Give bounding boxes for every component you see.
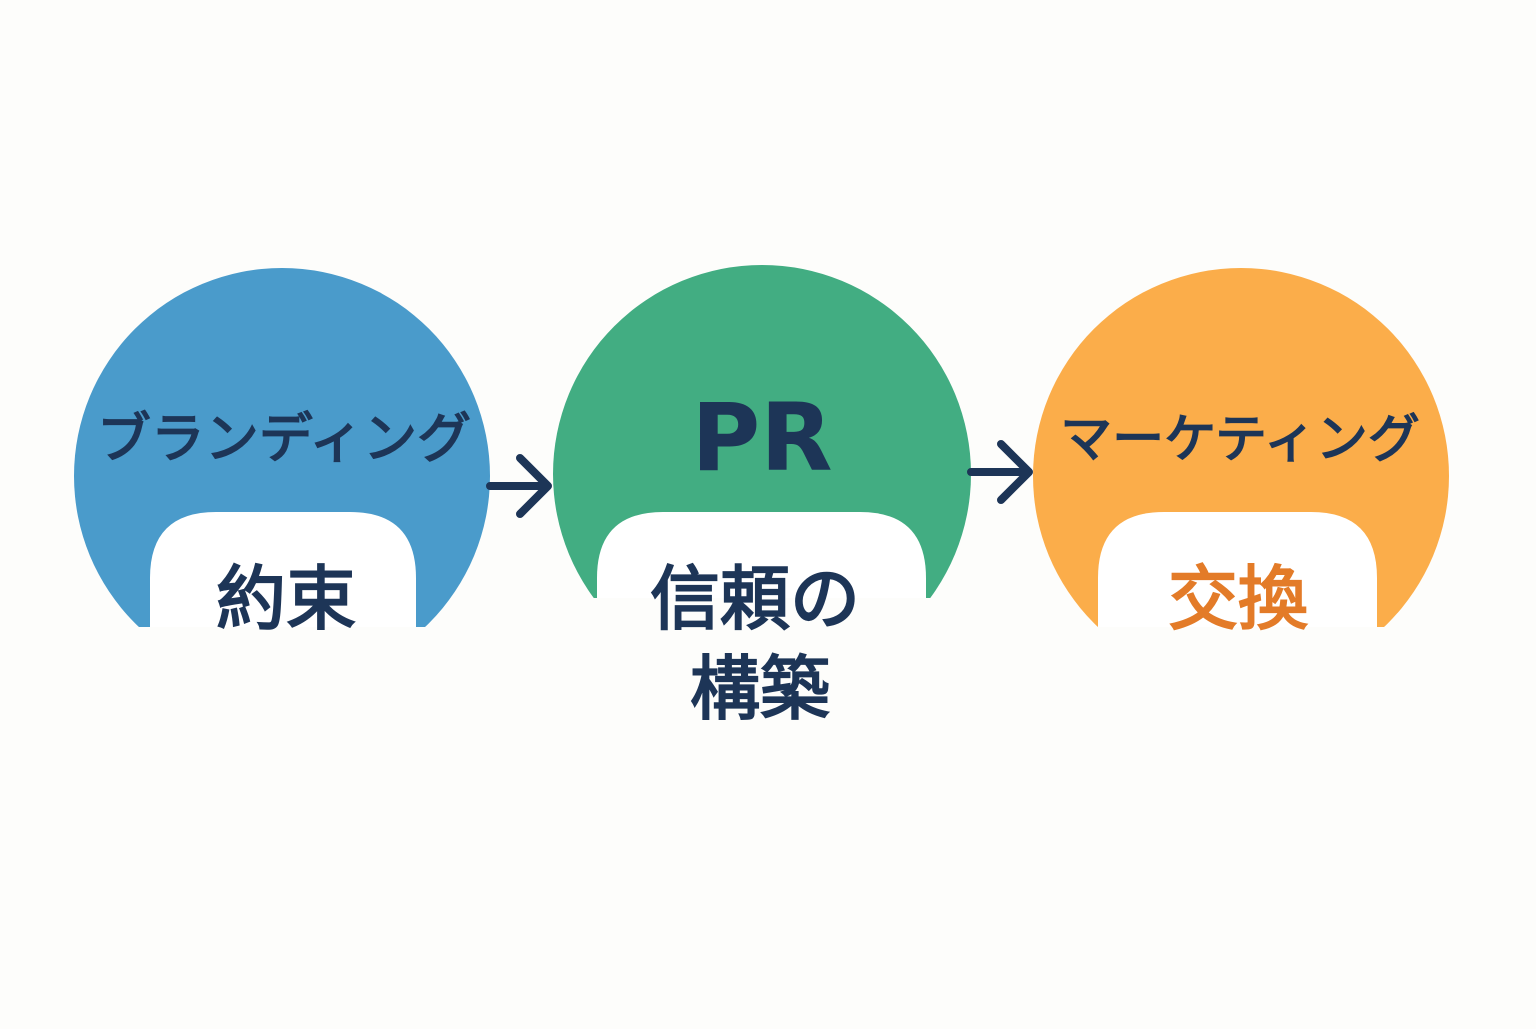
branding-cutout <box>150 512 416 627</box>
stage-pr: PR 信頼の 構築 <box>553 265 971 730</box>
marketing-keyword: 交換 <box>1168 558 1309 640</box>
pr-title: PR <box>691 384 832 493</box>
pr-cutout <box>597 512 926 598</box>
stage-branding: ブランディング 約束 <box>74 268 490 640</box>
branding-title: ブランディング <box>97 407 471 470</box>
pr-keyword-line-1: 信頼の <box>650 558 860 640</box>
marketing-cutout <box>1098 512 1377 627</box>
pr-keyword-line-2: 構築 <box>690 648 831 730</box>
stage-marketing: マーケティング 交換 <box>1033 268 1449 640</box>
marketing-title: マーケティング <box>1060 410 1420 470</box>
arrow-right-icon <box>967 440 1033 504</box>
connector-2 <box>967 440 1033 504</box>
arrow-right-icon <box>486 454 552 518</box>
branding-keyword: 約束 <box>216 558 356 640</box>
connector-1 <box>486 454 552 518</box>
